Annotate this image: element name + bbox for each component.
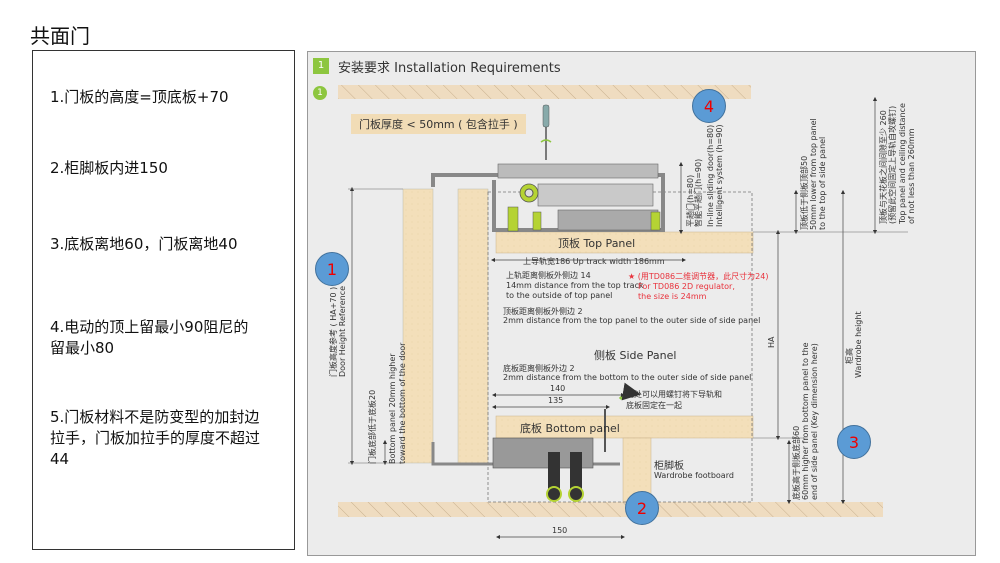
- ceiling: [338, 85, 751, 99]
- screw-note-2: 底板固定在一起: [626, 401, 682, 410]
- footboard-label-en: Wardrobe footboard: [654, 471, 734, 480]
- up-track-label: 上导轨宽186 Up track width 186mm: [523, 257, 665, 266]
- regulator-note-cn: ★ (用TD086二维调节器，此尺寸为24): [628, 272, 769, 281]
- dim-150: 150: [552, 526, 568, 535]
- note-2: 2.柜脚板内进150: [50, 159, 168, 177]
- wardrobe-height-en: Wardrobe height: [854, 311, 863, 378]
- installation-diagram: 1 安装要求 Installation Requirements 1 门板厚度 …: [307, 51, 976, 556]
- marker-2: 2: [625, 491, 659, 525]
- dim-140: 140: [550, 384, 566, 393]
- top-panel-label: 顶板 Top Panel: [558, 237, 636, 250]
- page-title: 共面门: [30, 24, 90, 48]
- door-thickness-tag: 门板厚度 < 50mm ( 包含拉手 ): [351, 114, 526, 134]
- note-4: 4.电动的顶上留最小90阻尼的留最小80: [50, 318, 249, 357]
- footboard-label-cn: 柜脚板: [654, 461, 684, 472]
- top50-en2: to the top of side panel: [818, 136, 827, 230]
- door-panel-inner: [457, 188, 489, 464]
- ha-label: HA: [767, 336, 776, 349]
- note-3: 3.底板离地60，门板离地40: [50, 235, 238, 253]
- inline-cn2: 智能平趟门(h=90): [694, 158, 703, 227]
- bottom20-en1: Bottom panel 20mm higher: [388, 353, 397, 464]
- marker-1: 1: [315, 252, 349, 286]
- screwdriver: [540, 104, 552, 160]
- bottom20-cn: 门板底部低于底板20: [368, 389, 377, 464]
- inline-en2: Intelligent system (h=90): [715, 124, 724, 227]
- marker-4: 4: [692, 89, 726, 123]
- note-1: 1.门板的高度=顶底板+70: [50, 88, 229, 106]
- bottom-distance-en: 2mm distance from the bottom to the oute…: [503, 373, 752, 382]
- side-panel-label: 侧板 Side Panel: [594, 349, 677, 362]
- section-title: 安装要求 Installation Requirements: [338, 61, 561, 76]
- top-track-mechanism: [431, 163, 665, 232]
- bottom20-en2: toward the bottom of the door: [398, 342, 407, 464]
- top-distance-cn: 顶板距离侧板外侧边 2: [503, 307, 583, 316]
- track-distance-cn: 上轨距离侧板外侧边 14: [506, 271, 591, 280]
- floor: [338, 502, 883, 517]
- door-height-en: Door Height Reference: [338, 285, 347, 377]
- door-panel-outer: [402, 188, 434, 464]
- section-number-badge: 1: [313, 58, 329, 74]
- ceiling-en2: of not less than 260mm: [907, 128, 916, 225]
- bottom-distance-cn: 底板距离侧板外边 2: [503, 364, 575, 373]
- bottom60-en2: end of side panel (Key dimension here): [810, 343, 819, 500]
- diagram-drawing: [338, 85, 908, 540]
- track-distance-en2: to the outside of top panel: [506, 291, 613, 300]
- bottom-track-mechanism: [431, 382, 641, 502]
- top-distance-en: 2mm distance from the top panel to the o…: [503, 316, 761, 325]
- ceiling-cn2: (预留此空间固定上导轨自攻螺钉): [888, 105, 897, 224]
- screw-note-1: 此处可以用螺钉将下导轨和: [626, 390, 722, 399]
- notes-box: 1.门板的高度=顶底板+70 2.柜脚板内进150 3.底板离地60，门板离地4…: [32, 50, 295, 550]
- regulator-note-en1: For TD086 2D regulator,: [638, 282, 735, 291]
- bottom-panel-label: 底板 Bottom panel: [520, 422, 620, 435]
- regulator-note-en2: the size is 24mm: [638, 292, 707, 301]
- marker-3: 3: [837, 425, 871, 459]
- track-distance-en1: 14mm distance from the top track: [506, 281, 644, 290]
- dim-135: 135: [548, 396, 564, 405]
- note-5: 5.门板材料不是防变型的加封边拉手，门板加拉手的厚度不超过44: [50, 408, 261, 468]
- step-number-dot: 1: [313, 86, 327, 100]
